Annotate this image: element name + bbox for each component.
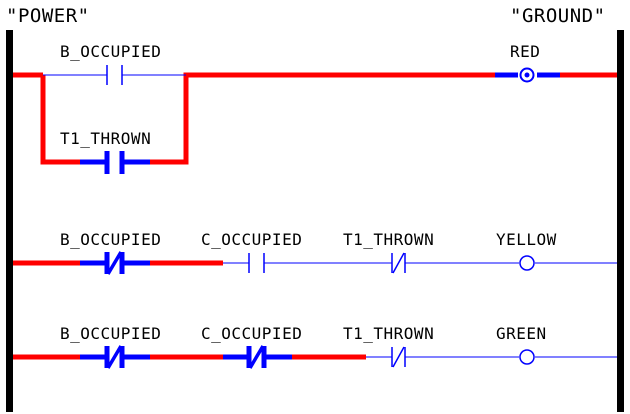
- rung-3-contact-b-occupied: [80, 345, 150, 369]
- rung-3-contact-c-occupied: [223, 345, 292, 369]
- rung-1-contact-t1-thrown-label: T1_THROWN: [60, 129, 151, 148]
- rung-1-contact-t1-thrown: [80, 151, 150, 174]
- rung-3-contact-b-occupied-label: B_OCCUPIED: [60, 324, 161, 343]
- rung-2: B_OCCUPIED C_OCCUPIED T1_THROWN YELLOW: [13, 230, 617, 275]
- rung-2-contact-c-occupied-label: C_OCCUPIED: [201, 230, 302, 249]
- rung-1-contact-b-occupied-label: B_OCCUPIED: [60, 42, 161, 61]
- ground-label: "GROUND": [510, 5, 606, 27]
- rung-1-energized-wire: [13, 72, 617, 165]
- rung-1-coil-red: [495, 67, 560, 83]
- rung-1-coil-red-label: RED: [510, 42, 540, 61]
- rung-3-coil-green-label: GREEN: [496, 324, 547, 343]
- rung-2-coil-yellow-label: YELLOW: [496, 230, 557, 249]
- rung-3-contact-t1-thrown: [391, 346, 406, 368]
- ground-rail: [617, 30, 624, 412]
- rung-1: B_OCCUPIED T1_THROWN RED: [13, 42, 617, 174]
- rung-2-coil-yellow: [519, 255, 535, 271]
- rung-1-contact-b-occupied: [106, 65, 123, 85]
- rung-3-coil-green: [519, 349, 535, 365]
- rung-3-contact-c-occupied-label: C_OCCUPIED: [201, 324, 302, 343]
- rung-2-contact-c-occupied: [248, 253, 265, 273]
- rung-2-contact-t1-thrown-label: T1_THROWN: [343, 230, 434, 249]
- rung-2-contact-b-occupied: [80, 251, 150, 275]
- power-label: "POWER": [6, 5, 90, 27]
- power-rail: [6, 30, 13, 412]
- rung-3: B_OCCUPIED C_OCCUPIED T1_THROWN GREEN: [13, 324, 617, 369]
- rung-3-contact-t1-thrown-label: T1_THROWN: [343, 324, 434, 343]
- rung-2-contact-t1-thrown: [391, 252, 406, 274]
- rung-2-contact-b-occupied-label: B_OCCUPIED: [60, 230, 161, 249]
